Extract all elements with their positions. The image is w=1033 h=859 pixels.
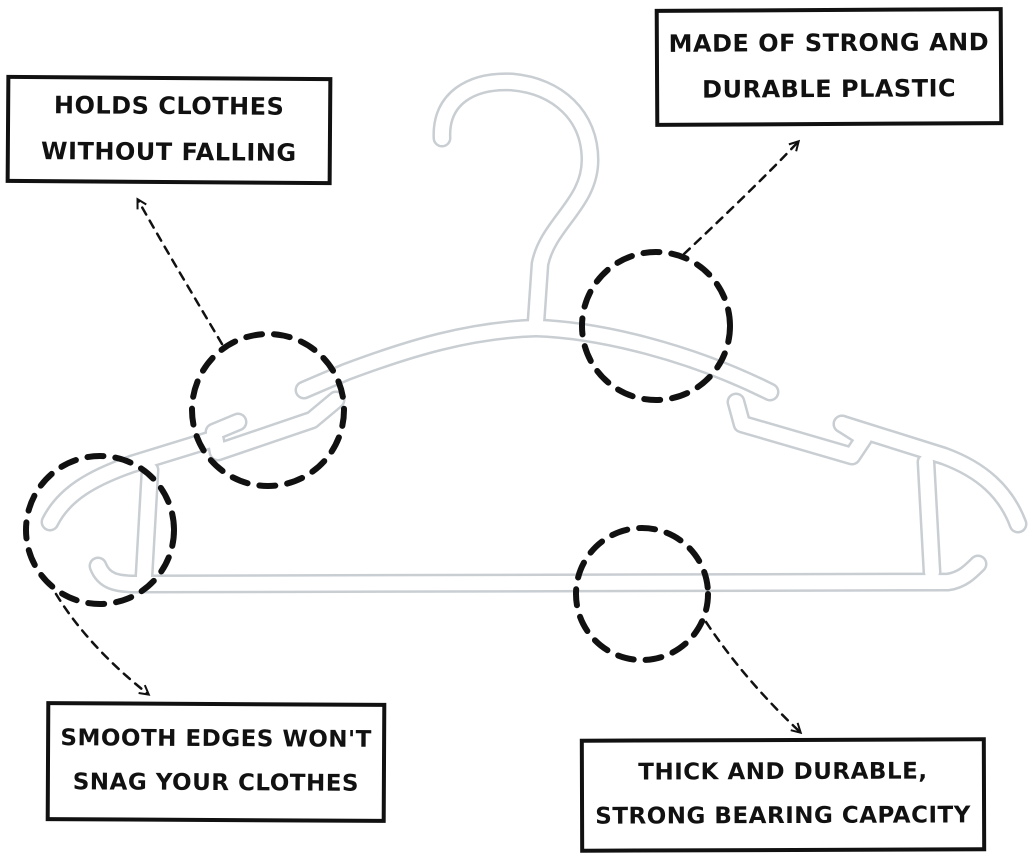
highlight-circle-end (23, 453, 177, 607)
callout-thick-line2: STRONG BEARING CAPACITY (595, 802, 971, 830)
highlight-circle-shoulder (579, 249, 733, 403)
callout-thick-durable: THICK AND DURABLE, STRONG BEARING CAPACI… (579, 737, 987, 853)
arrow-to-holds (138, 200, 224, 346)
arrow-to-thick (704, 620, 800, 732)
callout-material-line2: DURABLE PLASTIC (702, 74, 957, 104)
arrow-to-edges (54, 592, 148, 694)
callout-material: MADE OF STRONG AND DURABLE PLASTIC (654, 7, 1004, 127)
callout-holds-clothes: HOLDS CLOTHES WITHOUT FALLING (5, 74, 333, 186)
callout-material-line1: MADE OF STRONG AND (668, 28, 990, 59)
callout-edges-line2: SNAG YOUR CLOTHES (72, 769, 360, 797)
callout-smooth-edges: SMOOTH EDGES WON'T SNAG YOUR CLOTHES (45, 701, 387, 823)
highlight-circle-notch (189, 331, 347, 489)
callout-holds-line2: WITHOUT FALLING (41, 137, 297, 167)
callout-holds-line1: HOLDS CLOTHES (53, 91, 285, 122)
callout-edges-line1: SMOOTH EDGES WON'T (60, 725, 372, 754)
clothes-hanger-icon (40, 72, 1028, 594)
callout-thick-line1: THICK AND DURABLE, (638, 758, 928, 786)
highlight-circle-bar (573, 525, 711, 663)
arrow-to-material (682, 142, 798, 256)
